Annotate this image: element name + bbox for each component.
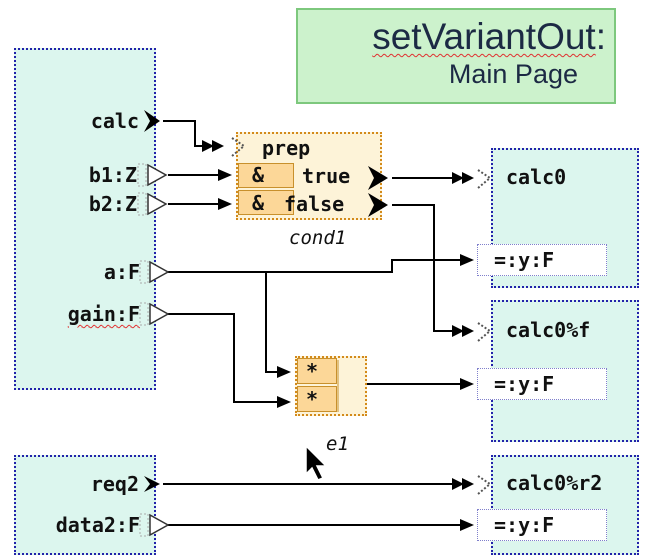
- arrow-prep-2: [212, 140, 224, 152]
- mult-op-1: *: [306, 359, 319, 383]
- arrow-b2: [218, 198, 232, 210]
- input-panel-main: [14, 48, 156, 390]
- port-b2-icon: [147, 192, 168, 216]
- arrow-data2: [460, 519, 474, 531]
- mouse-cursor-icon: [305, 444, 328, 481]
- arrow-gain-mult: [277, 396, 291, 408]
- cond-and-label-2: &: [252, 191, 265, 215]
- wire-false-calc0f: [392, 204, 452, 332]
- input-data2-label: data2:F: [55, 513, 140, 537]
- wire-a-mult: [265, 272, 277, 373]
- title-name: setVariantOut: [372, 16, 596, 57]
- wire-gain-mult: [168, 313, 277, 403]
- spark-prep-icon: [231, 137, 246, 157]
- port-b1-marker: [137, 163, 147, 187]
- page-title: setVariantOut: Main Page: [296, 8, 616, 104]
- input-calc-label: calc: [90, 109, 139, 133]
- port-calc-icon: [144, 110, 160, 132]
- port-a-marker: [139, 260, 149, 284]
- arrow-a-y: [460, 254, 474, 266]
- port-true-icon: [368, 166, 388, 190]
- input-req2-label: req2: [90, 472, 139, 496]
- output-calc0r2-label: calc0%r2: [506, 471, 603, 495]
- cond-true-label: true: [302, 164, 351, 188]
- title-colon: :: [595, 16, 606, 57]
- output-calc0f-label: calc0%f: [506, 318, 591, 342]
- port-a-icon: [149, 260, 170, 284]
- arrow-prep-1: [202, 140, 214, 152]
- cond-block-name: cond1: [289, 227, 347, 249]
- arrow-calc0-2: [462, 172, 474, 184]
- output-calc0f-y: =:y:F: [494, 372, 555, 396]
- input-a-label: a:F: [103, 260, 140, 284]
- input-b2-label: b2:Z: [88, 192, 137, 216]
- arrow-mult-y: [460, 378, 474, 390]
- cond-and-cell-1[interactable]: [238, 163, 294, 188]
- calc0r2-y-field[interactable]: [477, 509, 607, 541]
- spark-calc0-icon: [477, 169, 492, 189]
- arrowheads: [202, 140, 474, 531]
- cond-prep-label: prep: [262, 136, 311, 160]
- mult-block-name: e1: [326, 433, 349, 455]
- cond-and-label-1: &: [252, 163, 265, 187]
- calc0-y-field[interactable]: [477, 244, 607, 276]
- title-subtitle: Main Page: [448, 59, 578, 89]
- arrow-calc0-1: [452, 172, 464, 184]
- arrow-b1: [218, 169, 232, 181]
- spark-icons: [231, 137, 492, 495]
- spark-calc0r2-icon: [477, 475, 492, 495]
- spark-calc0f-icon: [477, 322, 492, 342]
- output-calc0r2-y: =:y:F: [494, 513, 555, 537]
- cond-false-label: false: [284, 192, 345, 216]
- mult-cell-1[interactable]: [297, 358, 337, 384]
- port-data2-marker: [139, 513, 149, 537]
- arrow-calc0f-1: [452, 325, 464, 337]
- port-b1-icon: [147, 163, 168, 187]
- calc0f-y-field[interactable]: [477, 368, 607, 400]
- arrow-calc0r2-1: [452, 478, 464, 490]
- wire-a-y: [168, 259, 460, 273]
- mult-cell-2[interactable]: [297, 386, 337, 412]
- input-panel-bottom: [14, 455, 156, 555]
- port-req2-icon: [144, 476, 160, 492]
- arrow-calc0f-2: [462, 325, 474, 337]
- arrow-calc0r2-2: [462, 478, 474, 490]
- input-b1-label: b1:Z: [88, 163, 137, 187]
- cond-and-cell-2[interactable]: [238, 190, 294, 215]
- input-gain-label: gain:F: [67, 302, 140, 326]
- port-gain-marker: [139, 302, 149, 326]
- port-gain-icon: [149, 302, 170, 326]
- input-ports: [137, 110, 170, 537]
- port-data2-icon: [149, 513, 170, 537]
- wire-calc-prep: [163, 120, 204, 147]
- arrow-a-mult: [277, 366, 291, 378]
- cond-output-ports: [368, 166, 388, 217]
- port-b2-marker: [137, 192, 147, 216]
- output-calc0-label: calc0: [506, 165, 567, 189]
- mult-op-2: *: [306, 387, 319, 411]
- wires: [163, 120, 460, 526]
- port-false-icon: [368, 193, 388, 217]
- output-calc0-y: =:y:F: [494, 248, 555, 272]
